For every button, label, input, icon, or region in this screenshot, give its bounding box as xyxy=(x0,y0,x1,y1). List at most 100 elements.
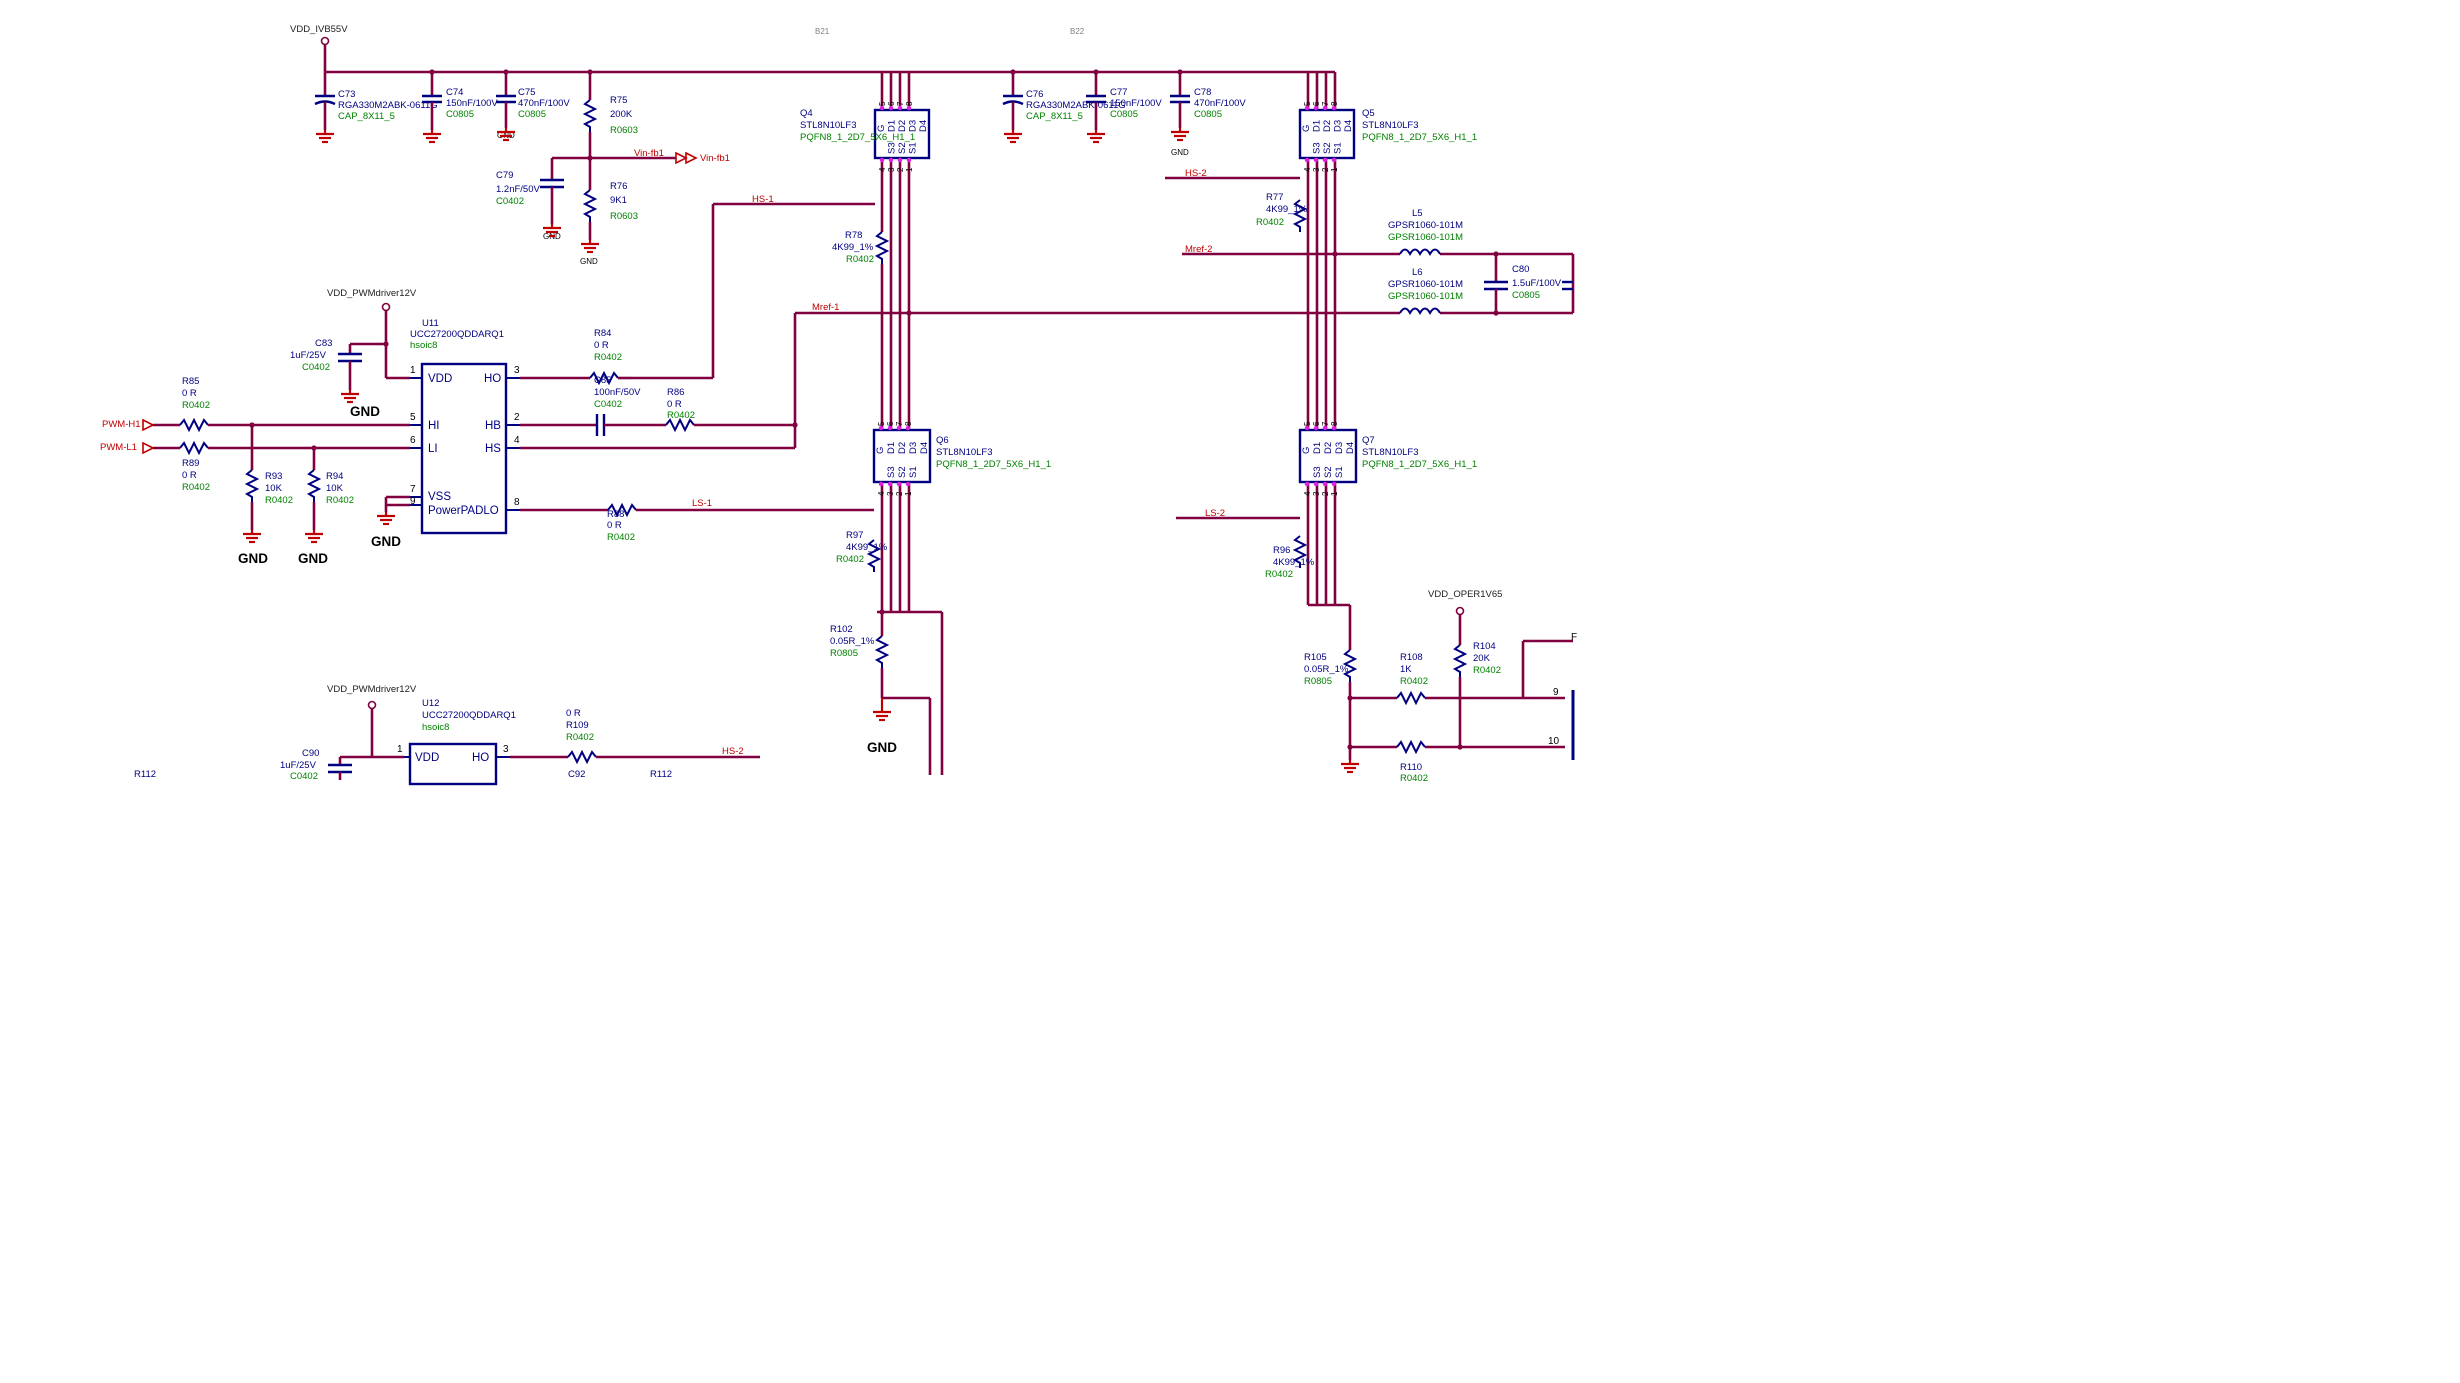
c80-ref: C80 xyxy=(1512,264,1529,275)
c79-ref: C79 xyxy=(496,170,513,181)
resistor-r78 xyxy=(874,200,890,315)
q7-pin-dot xyxy=(1313,481,1319,487)
r110-fp: R0402 xyxy=(1400,773,1428,784)
u11-pin-li: LI xyxy=(428,443,438,455)
r94-ref: R94 xyxy=(326,471,343,482)
q7-ref: Q7 xyxy=(1362,435,1375,446)
r78-value: 4K99_1% xyxy=(832,242,874,253)
mosfet-q4 xyxy=(873,72,931,315)
q5-pin-label: D3 xyxy=(1333,120,1344,132)
vdd-pwm2-label: VDD_PWMdriver12V xyxy=(327,684,417,695)
resistor-r104 xyxy=(1452,606,1468,750)
c77-fp: C0805 xyxy=(1110,109,1138,120)
q5-src-label: S3 xyxy=(1312,142,1323,154)
q4-pin-dot xyxy=(897,157,903,163)
q5-pin-num-top: 7 xyxy=(1321,101,1330,106)
u11-num-vss: 7 xyxy=(410,484,416,495)
q5-src-label: S2 xyxy=(1322,142,1333,154)
q4-pin-dot xyxy=(888,105,894,111)
q6-pin-label: D2 xyxy=(897,442,908,454)
q4-pin-dot xyxy=(879,157,885,163)
sheet-mark-b22: B22 xyxy=(1070,27,1085,36)
pwm-h1-label: PWM-H1 xyxy=(102,419,141,430)
q4-pin-label: D4 xyxy=(918,120,929,132)
r77-ref: R77 xyxy=(1266,192,1283,203)
c83-value: 1uF/25V xyxy=(290,350,327,361)
c78-ref: C78 xyxy=(1194,87,1211,98)
ls1-net xyxy=(520,502,874,518)
u12-part: UCC27200QDDARQ1 xyxy=(422,710,516,721)
c75-fp: C0805 xyxy=(518,109,546,120)
l6-fp: GPSR1060-101M xyxy=(1388,291,1463,302)
r104-ref: R104 xyxy=(1473,641,1496,652)
q7-pin-num-top: 6 xyxy=(1312,421,1321,426)
gnd-label-c83: GND xyxy=(350,404,380,419)
c90-ref: C90 xyxy=(302,748,319,759)
inductor-l6 xyxy=(1399,307,1441,316)
u11-pin-pad: PowerPADLO xyxy=(428,505,499,517)
resistor-r77 xyxy=(1292,199,1308,232)
r105-value: 0.05R_1% xyxy=(1304,664,1349,675)
r86-ref: R86 xyxy=(667,387,684,398)
q6-pin-dot xyxy=(878,425,884,431)
q7-pin-label: D1 xyxy=(1312,442,1323,454)
c80-fp: C0805 xyxy=(1512,290,1540,301)
q5-pin-dot xyxy=(1313,105,1319,111)
q4-pin-num-top: 8 xyxy=(905,101,914,106)
pwm-l1-label: PWM-L1 xyxy=(100,442,137,453)
r77-fp: R0402 xyxy=(1256,217,1284,228)
q4-pin-num-bot: 3 xyxy=(887,167,896,172)
q7-pin-dot xyxy=(1322,425,1328,431)
u11-num-hi: 5 xyxy=(410,412,416,423)
r97-ref: R97 xyxy=(846,530,863,541)
q7-pin-num-top: 7 xyxy=(1321,421,1330,426)
u11-pin-vss: VSS xyxy=(428,491,451,503)
r108-value: 1K xyxy=(1400,664,1412,675)
u12-num-vdd: 1 xyxy=(397,744,403,755)
vinfb-label-a: Vin-fb1 xyxy=(634,148,664,159)
mosfet-q6 xyxy=(872,315,932,612)
q4-pin-dot xyxy=(897,105,903,111)
u11-num-pad: 9 xyxy=(410,496,416,507)
c78-value: 470nF/100V xyxy=(1194,98,1246,109)
c85-fp: C0402 xyxy=(594,399,622,410)
q6-pin-num-bot: 2 xyxy=(895,491,904,496)
r104-value: 20K xyxy=(1473,653,1491,664)
vdd-ivb55-label: VDD_IVB55V xyxy=(290,24,348,35)
r76-ref: R76 xyxy=(610,181,627,192)
u11-num-lo: 8 xyxy=(514,497,520,508)
q7-src-label: S2 xyxy=(1323,466,1334,478)
r84-fp: R0402 xyxy=(594,352,622,363)
r75-fp: R0603 xyxy=(610,125,638,136)
q4-pin-num-bot: 1 xyxy=(905,167,914,172)
q4-pin-label: G xyxy=(876,125,887,132)
vbus-rail xyxy=(320,36,1335,74)
q4-pin-num-top: 6 xyxy=(887,101,896,106)
q4-ref: Q4 xyxy=(800,108,813,119)
u11-num-ho: 3 xyxy=(514,365,520,376)
u12-pin-ho: HO xyxy=(472,752,489,764)
q6-pin-num-bot: 1 xyxy=(904,491,913,496)
u11-num-hb: 2 xyxy=(514,412,520,423)
q4-pin-num-bot: 4 xyxy=(878,167,887,172)
c76-fp: CAP_8X11_5 xyxy=(1026,111,1083,122)
q4-src-label: S2 xyxy=(897,142,908,154)
ic-u12 xyxy=(404,742,510,786)
r96-value: 4K99_1% xyxy=(1273,557,1315,568)
vinfb-label-b: Vin-fb1 xyxy=(700,153,730,164)
q5-src-label: S1 xyxy=(1333,142,1344,154)
pwm-h1-net xyxy=(142,417,410,530)
r86-fp: R0402 xyxy=(667,410,695,421)
q5-pin-dot xyxy=(1304,157,1310,163)
l5-value: GPSR1060-101M xyxy=(1388,220,1463,231)
q5-fp: PQFN8_1_2D7_5X6_H1_1 xyxy=(1362,132,1477,143)
r93-ref: R93 xyxy=(265,471,282,482)
c79-fp: C0402 xyxy=(496,196,524,207)
r85-fp: R0402 xyxy=(182,400,210,411)
r105-ref: R105 xyxy=(1304,652,1327,663)
q7-src-label: S1 xyxy=(1334,466,1345,478)
r76-gnd-label: GND xyxy=(580,257,598,266)
r109-fp: R0402 xyxy=(566,732,594,743)
r85-ref: R85 xyxy=(182,376,199,387)
q6-pin-num-top: 8 xyxy=(904,421,913,426)
